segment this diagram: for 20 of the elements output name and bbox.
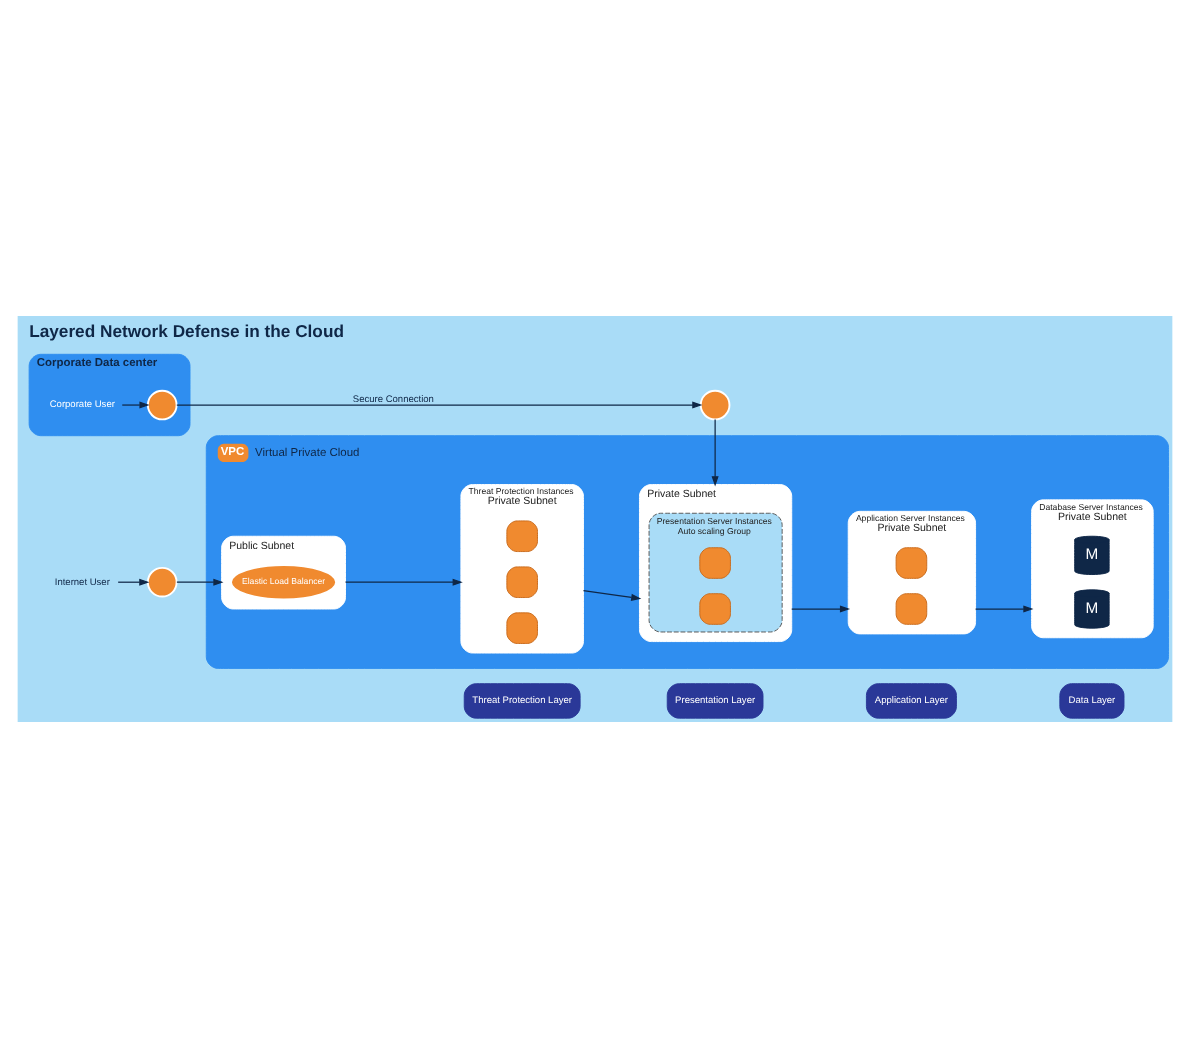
arrow bbox=[582, 590, 642, 601]
node-box bbox=[699, 593, 731, 625]
arrow bbox=[121, 401, 150, 409]
diagram-title: Layered Network Defense in the Cloud bbox=[29, 320, 344, 341]
arrow bbox=[974, 605, 1034, 613]
node-box bbox=[506, 566, 538, 598]
arrow bbox=[791, 605, 851, 613]
arrow bbox=[117, 578, 150, 586]
node-box bbox=[506, 612, 538, 644]
node-circle bbox=[699, 389, 731, 421]
node-box bbox=[699, 547, 731, 579]
node-box bbox=[506, 520, 538, 553]
arrow bbox=[344, 578, 463, 586]
arrow bbox=[176, 578, 224, 586]
arrow bbox=[176, 401, 703, 409]
node-box bbox=[895, 547, 928, 579]
node-circle bbox=[146, 389, 178, 421]
arrow bbox=[711, 418, 719, 487]
node-box bbox=[895, 593, 928, 625]
node-circle bbox=[146, 566, 178, 598]
